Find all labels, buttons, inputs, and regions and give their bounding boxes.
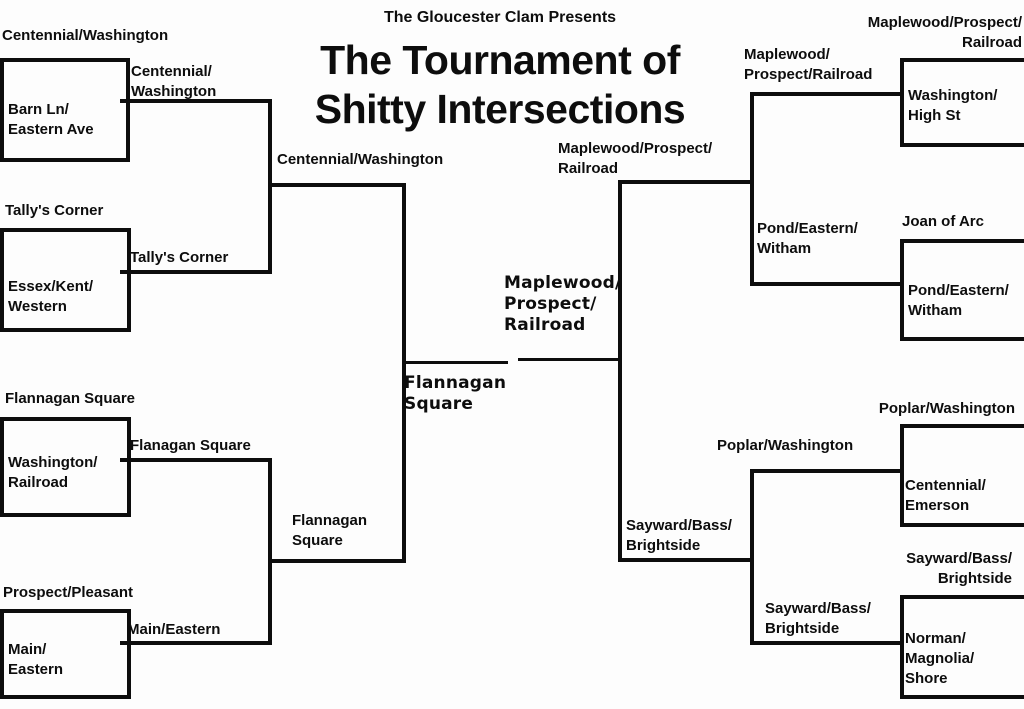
bracket-line [618,558,754,562]
seed-label-pond-eastern-witham: Pond/Eastern/ Witham [908,282,1009,319]
match-box-right-1 [900,58,1024,147]
bracket-line [750,92,754,286]
bracket-line [402,183,406,563]
bracket-line [618,180,622,562]
seed-label-poplar-washington: Poplar/Washington [878,400,1015,417]
bracket-line [750,282,900,286]
seed-label-main-eastern: Main/ Eastern [8,641,64,678]
bracket-line [120,641,272,645]
bracket-line [268,183,406,187]
semifinalist-label-centennial-washington: Centennial/Washington [277,151,444,168]
title-line-1: The Tournament of [320,37,680,83]
winner-label-main-eastern-r2: Main/Eastern [127,621,221,638]
title-line-2: Shitty Intersections [314,86,686,132]
bracket-line [120,270,272,274]
seed-label-joan-of-arc: Joan of Arc [902,213,984,230]
seed-label-washington-high-st: Washington/ High St [908,87,998,124]
match-box-left-2 [0,228,131,332]
match-box-right-2 [900,239,1024,341]
bracket-line [750,469,754,645]
winner-label-tallys-corner-r2: Tally's Corner [130,249,229,266]
final-line-right [518,358,621,361]
match-box-left-3 [0,417,131,517]
bracket-line [120,99,272,103]
bracket-line [120,458,272,462]
match-box-right-3 [900,424,1024,527]
bracket-line [750,469,900,473]
winner-label-sayward-bass-brightside-r2: Sayward/Bass/ Brightside [765,600,871,637]
finalist-label-maplewood-prospect-railroad: Maplewood/ Prospect/ Railroad [504,273,622,335]
match-box-right-4 [900,595,1024,699]
seed-label-flannagan-square: Flannagan Square [5,390,136,407]
bracket-line [268,559,406,563]
seed-label-essex-kent-western: Essex/Kent/ Western [8,278,94,315]
seed-label-norman-magnolia-shore: Norman/ Magnolia/ Shore [905,630,975,687]
winner-label-centennial-washington-r2: Centennial/ Washington [131,63,217,100]
seed-label-tallys-corner: Tally's Corner [5,202,104,219]
bracket-line [618,180,754,184]
bracket-line [750,641,900,645]
semifinalist-label-maplewood-prospect-railroad: Maplewood/Prospect/ Railroad [558,140,713,177]
semifinalist-label-sayward-bass-brightside: Sayward/Bass/ Brightside [626,517,732,554]
winner-label-maplewood-prospect-railroad-r2: Maplewood/ Prospect/Railroad [744,46,873,83]
match-box-left-4 [0,609,131,699]
bracket-line [750,92,900,96]
bracket-line [268,458,272,645]
winner-label-pond-eastern-witham-r2: Pond/Eastern/ Witham [757,220,858,257]
seed-label-barn-ln-eastern-ave: Barn Ln/ Eastern Ave [8,101,94,138]
seed-label-sayward-bass-brightside: Sayward/Bass/ Brightside [906,550,1012,587]
seed-label-maplewood-prospect-railroad: Maplewood/Prospect/ Railroad [867,14,1022,51]
seed-label-centennial-washington: Centennial/Washington [2,27,169,44]
page-title: The Tournament of Shitty Intersections [240,36,760,134]
winner-label-poplar-washington-r2: Poplar/Washington [717,437,854,454]
winner-label-flanagan-square-r2: Flanagan Square [130,437,251,454]
match-box-left-1 [0,58,130,162]
seed-label-prospect-pleasant: Prospect/Pleasant [3,584,134,601]
semifinalist-label-flannagan-square: Flannagan Square [292,512,368,549]
presenter-text: The Gloucester Clam Presents [383,9,617,26]
seed-label-centennial-emerson: Centennial/ Emerson [905,477,986,514]
final-line-left [402,361,508,364]
finalist-label-flannagan-square: Flannagan Square [404,373,507,414]
seed-label-washington-railroad: Washington/ Railroad [8,454,98,491]
